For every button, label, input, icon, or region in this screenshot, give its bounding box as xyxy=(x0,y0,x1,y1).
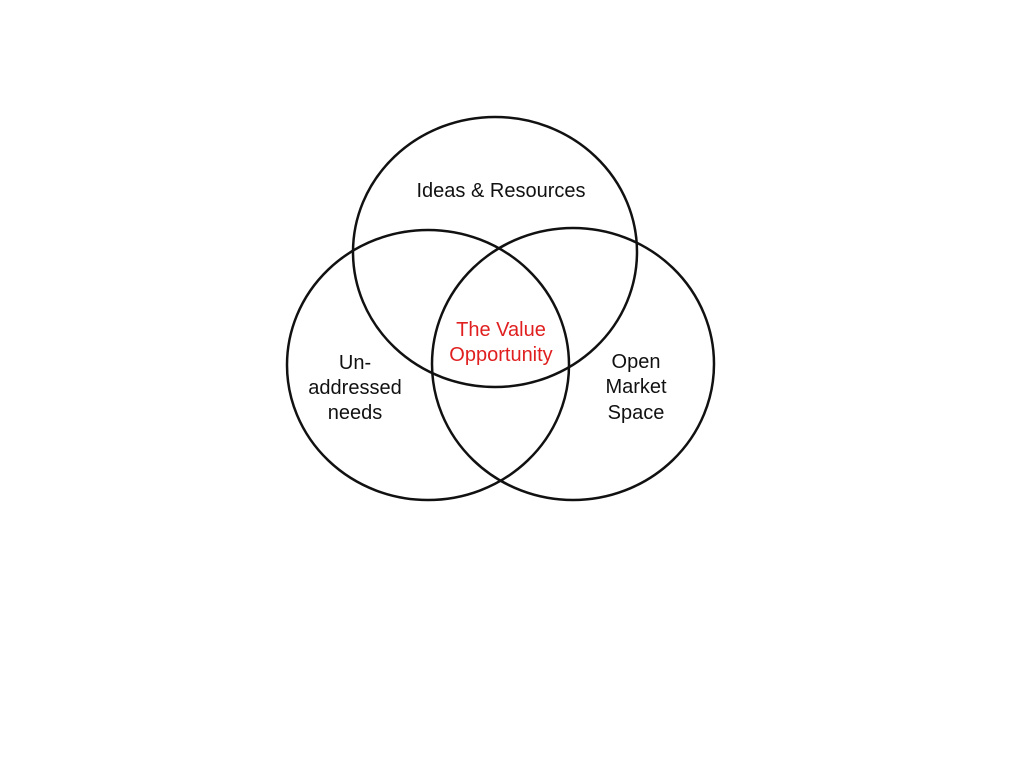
circle-open-market-space xyxy=(430,226,716,502)
label-open-market-line3: Space xyxy=(608,402,665,424)
label-unaddressed-line2: addressed xyxy=(308,377,401,399)
label-value-opportunity-line2: Opportunity xyxy=(449,344,552,366)
label-unaddressed-line1: Un- xyxy=(339,352,371,374)
circle-unaddressed-needs xyxy=(285,228,571,502)
label-ideas-resources: Ideas & Resources xyxy=(417,180,586,202)
label-value-opportunity-line1: The Value xyxy=(456,319,546,341)
label-unaddressed-line3: needs xyxy=(328,402,383,424)
label-open-market-line1: Open xyxy=(612,351,661,373)
label-open-market-line2: Market xyxy=(605,376,667,398)
